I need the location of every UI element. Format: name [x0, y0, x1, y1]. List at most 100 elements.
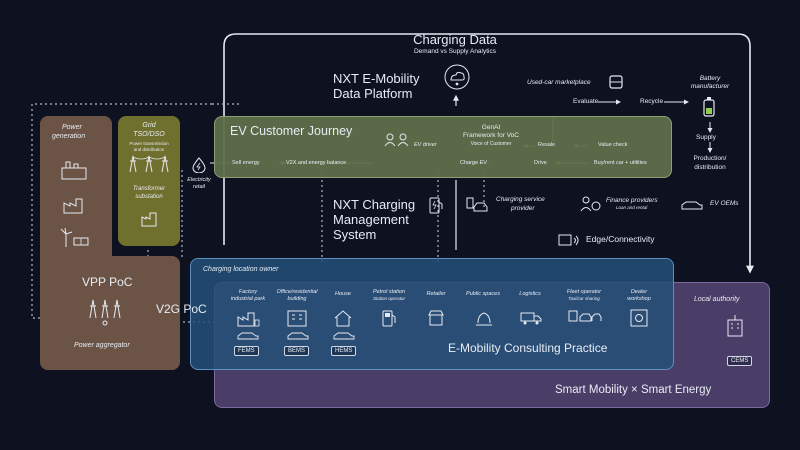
charging-mgmt-line1: NXT Charging	[333, 197, 416, 212]
ev-car-icon	[287, 332, 309, 340]
ev-driver-icon	[384, 133, 409, 147]
city-hall-icon	[727, 315, 743, 337]
column-dealer-line1: Dealer	[630, 289, 648, 295]
transformer-line1: Transformer	[132, 186, 166, 192]
column-fleet-line1: Fleet operator	[566, 289, 602, 295]
ev-car-icon	[237, 332, 259, 340]
column-fleet-line2: Taxi/car sharing	[568, 296, 600, 301]
retail-store-icon	[428, 310, 444, 326]
column-petrol-line1: Petrol station	[372, 289, 406, 295]
power-generation-line2: generation	[52, 133, 86, 140]
resale-step: Resale	[538, 142, 556, 148]
charging-data-subtitle: Demand vs Supply Analytics	[413, 48, 496, 55]
charging-location-panel	[190, 258, 674, 370]
charging-provider-line1: Charging service	[496, 196, 545, 203]
marketplace-icon	[609, 75, 623, 89]
drive-step: Drive	[534, 160, 547, 166]
column-office-line1: Office/residential	[276, 289, 318, 295]
power-generation-line1: Power	[62, 124, 82, 131]
voice-of-customer-label: Voice of Customer	[470, 141, 512, 147]
column-office-line2: building	[287, 296, 307, 302]
production-line2: distribution	[694, 164, 726, 171]
production-line1: Production/	[693, 155, 727, 162]
charging-car-icon	[466, 197, 488, 212]
house-icon	[334, 310, 352, 327]
battery-manufacturer-line1: Battery	[699, 75, 721, 82]
bems-tag: BEMS	[284, 346, 310, 356]
charging-location-owner-label: Charging location owner	[203, 266, 279, 273]
fleet-cars-icon	[568, 310, 602, 322]
electricity-drop-icon	[192, 157, 206, 173]
power-plant-icon	[61, 161, 87, 180]
data-platform-title-line2: Data Platform	[333, 86, 413, 101]
finance-sub-label: Loan and rental	[616, 205, 648, 210]
column-petrol-line2: Station operator	[372, 296, 406, 301]
fems-tag: FEMS	[234, 346, 259, 356]
public-space-icon	[476, 312, 492, 326]
value-check-step: Value check	[598, 142, 628, 148]
grid-sub-line1: Power transmission	[129, 141, 169, 146]
charging-provider-line2: provider	[511, 205, 535, 212]
grid-title-line2: TSO/DSO	[133, 131, 165, 138]
column-dealer-line2: workshop	[627, 296, 651, 302]
hems-tag: HEMS	[331, 346, 357, 356]
fuel-station-icon	[382, 310, 396, 327]
v2g-poc-label: V2G PoC	[156, 302, 207, 316]
factory-ev-icon	[237, 312, 260, 327]
charging-mgmt-line3: System	[333, 227, 377, 242]
customer-journey-panel	[214, 116, 672, 178]
electricity-retail-line1: Electricity	[187, 177, 211, 183]
supply-label: Supply	[696, 134, 716, 141]
charger-icon	[429, 197, 443, 214]
smart-mobility-label: Smart Mobility × Smart Energy	[555, 384, 712, 396]
local-authority-label: Local authority	[694, 296, 740, 303]
power-aggregator-icon	[89, 299, 121, 326]
transmission-tower-icon	[129, 155, 169, 173]
recycle-label: Recycle	[640, 98, 664, 105]
column-factory-line1: Factory	[238, 289, 258, 295]
customer-journey-title: EV Customer Journey	[230, 124, 353, 138]
charging-mgmt-line2: Management	[333, 212, 409, 227]
sell-energy-step: Sell energy	[232, 160, 260, 166]
column-factory-line2: industrial park	[230, 296, 266, 302]
charge-ev-step: Charge EV	[460, 160, 487, 166]
cloud-network-icon	[444, 64, 470, 90]
factory-icon	[63, 198, 83, 214]
column-public-line1: Public spaces	[466, 291, 500, 297]
genai-line2: Framework for VoC	[463, 132, 519, 139]
ev-oem-car-icon	[681, 201, 703, 210]
edge-connectivity-label: Edge/Connectivity	[586, 234, 655, 244]
edge-connectivity-icon	[558, 234, 579, 246]
finance-people-icon	[580, 196, 601, 212]
used-car-marketplace-label: Used-car marketplace	[527, 79, 591, 86]
grid-panel	[118, 116, 180, 246]
ev-driver-label: EV driver	[414, 142, 437, 148]
substation-icon	[141, 212, 157, 227]
ev-car-icon	[333, 332, 355, 340]
vpp-panel	[40, 256, 180, 370]
workshop-gear-icon	[630, 309, 648, 327]
column-house-line1: House	[335, 291, 351, 297]
wind-solar-icon	[60, 227, 89, 247]
charging-data-title: Charging Data	[413, 32, 497, 47]
battery-manufacturer-line2: manufacturer	[690, 83, 730, 90]
ev-oems-label: EV OEMs	[710, 200, 739, 207]
consulting-practice-label: E-Mobility Consulting Practice	[448, 341, 608, 355]
cems-tag: CEMS	[727, 356, 753, 366]
electricity-retail-line2: retail	[193, 184, 205, 190]
v2x-step: V2X and energy balance	[286, 160, 347, 166]
transformer-line2: substation	[135, 194, 163, 200]
office-building-icon	[287, 310, 307, 327]
data-platform-title-line1: NXT E-Mobility	[333, 71, 420, 86]
truck-icon	[520, 312, 542, 325]
genai-line1: GenAI	[481, 124, 501, 131]
battery-icon	[703, 97, 715, 117]
column-retailer-line1: Retailer	[426, 291, 446, 297]
vpp-poc-label: VPP PoC	[82, 275, 133, 289]
grid-title-line1: Grid	[142, 122, 156, 129]
power-aggregator-label: Power aggregator	[74, 342, 130, 349]
column-logistics-line1: Logistics	[519, 291, 541, 297]
finance-providers-label: Finance providers	[606, 197, 658, 204]
buy-rent-step: Buy/rent car + utilities	[594, 160, 647, 166]
grid-sub-line2: and distribution	[133, 147, 165, 152]
